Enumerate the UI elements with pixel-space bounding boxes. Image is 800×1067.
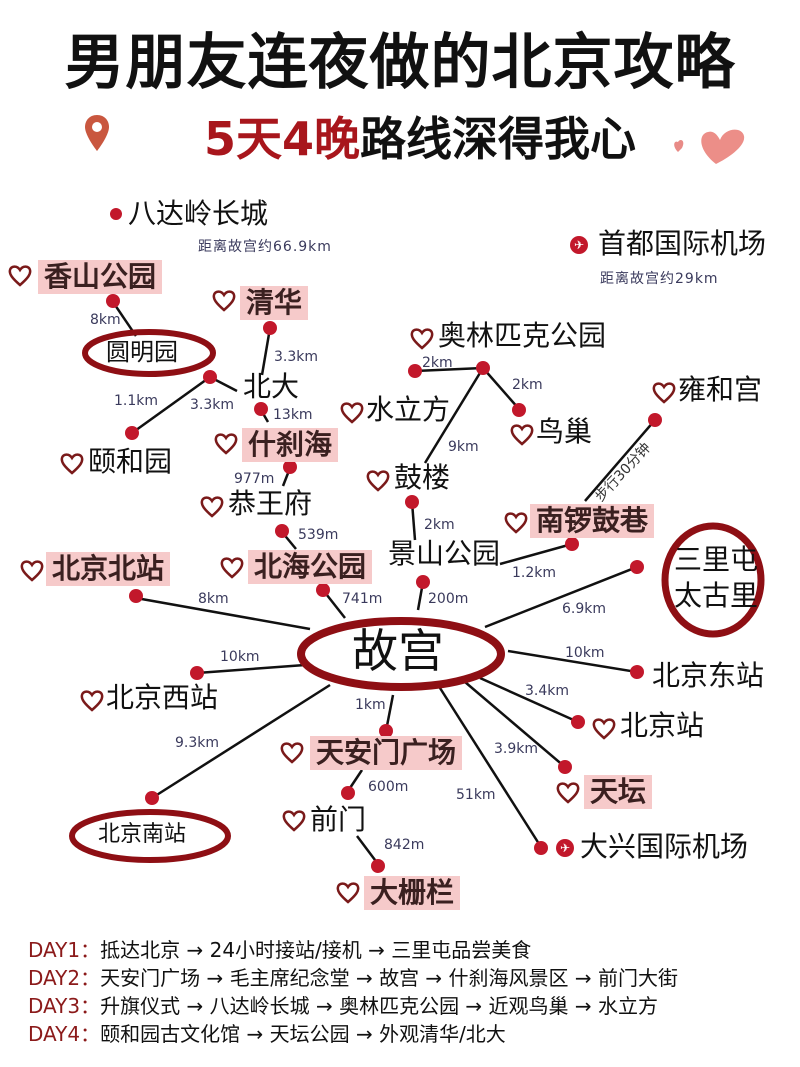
distance-label: 9.3km (175, 735, 220, 751)
place-qinghua: 清华 (240, 286, 309, 320)
distance-label: 9km (448, 439, 479, 455)
heart-icon (282, 810, 306, 832)
place-olympic-park: 奥林匹克公园 (438, 319, 607, 352)
distance-label: 842m (384, 837, 425, 853)
distance-label: 10km (565, 645, 605, 661)
place-beijing-station: 北京站 (620, 709, 705, 742)
place-shuilifang: 水立方 (366, 393, 451, 426)
place-beida: 北大 (243, 370, 300, 403)
place-nanluoguxiang: 南锣鼓巷 (530, 504, 655, 538)
place-niaochao: 鸟巢 (536, 415, 593, 448)
itinerary-day: DAY1：抵达北京 → 24小时接站/接机 → 三里屯品尝美食 (28, 936, 678, 964)
distance-label: 2km (512, 377, 543, 393)
distance-label: 2km (424, 517, 455, 533)
heart-icon (80, 690, 104, 712)
subtitle-text: 路线深得我心 (360, 112, 636, 166)
day-label: DAY1： (28, 938, 101, 962)
place-jingshan: 景山公园 (388, 537, 501, 570)
distance-label: 3.3km (190, 397, 235, 413)
day-route: 天安门广场 → 毛主席纪念堂 → 故宫 → 什刹海风景区 → 前门大街 (100, 966, 679, 990)
heart-icon (510, 424, 534, 446)
airplane-icon: ✈ (570, 236, 588, 254)
itinerary-day: DAY2：天安门广场 → 毛主席纪念堂 → 故宫 → 什刹海风景区 → 前门大街 (28, 964, 678, 992)
heart-icon (220, 557, 244, 579)
distance-label: 3.9km (494, 741, 539, 757)
distance-label: 539m (298, 527, 339, 543)
place-yuanmingyuan: 圆明园 (106, 338, 178, 366)
day-label: DAY4： (28, 1022, 101, 1046)
heart-icon (60, 453, 84, 475)
location-pin-icon (85, 115, 109, 151)
badaling-distance-note: 距离故宫约66.9km (198, 239, 332, 255)
distance-label: 6.9km (562, 601, 607, 617)
heart-icon (8, 265, 32, 287)
distance-label: 10km (220, 649, 260, 665)
distance-label: 8km (198, 591, 229, 607)
page-title: 男朋友连夜做的北京攻略 (64, 28, 736, 98)
heart-icon (200, 496, 224, 518)
distance-label: 1.1km (114, 393, 159, 409)
place-dashilan: 大栅栏 (364, 876, 461, 910)
distance-label: 3.4km (525, 683, 570, 699)
day-label: DAY2： (28, 966, 101, 990)
heart-icon (340, 402, 364, 424)
place-qianmen: 前门 (310, 803, 367, 836)
distance-label: 2km (422, 355, 453, 371)
distance-label: 741m (342, 591, 383, 607)
place-yiheyuan: 颐和园 (88, 445, 173, 478)
trip-duration: 5天4晚 (203, 112, 360, 166)
distance-label: 8km (90, 312, 121, 328)
distance-label: 600m (368, 779, 409, 795)
heart-icon (556, 782, 580, 804)
place-taikoo-li: 太古里 (674, 579, 759, 612)
distance-label: 1.2km (512, 565, 557, 581)
place-gugong: 故宫 (352, 624, 444, 678)
place-beijing-east-station: 北京东站 (652, 659, 765, 692)
distance-label: 1km (355, 697, 386, 713)
place-tiananmen-square: 天安门广场 (310, 736, 463, 770)
pink-hearts-icon (674, 129, 745, 164)
heart-icon (366, 470, 390, 492)
heart-icon (336, 882, 360, 904)
place-beijing-west-station: 北京西站 (106, 681, 219, 714)
place-tiantan: 天坛 (584, 775, 653, 809)
place-capital-airport: 首都国际机场 (598, 227, 767, 260)
day-route: 抵达北京 → 24小时接站/接机 → 三里屯品尝美食 (100, 938, 532, 962)
heart-icon (504, 512, 528, 534)
distance-label: 977m (234, 471, 275, 487)
place-shichahai: 什刹海 (242, 428, 339, 462)
distance-label: 51km (456, 787, 496, 803)
heart-icon (214, 433, 238, 455)
capital-airport-distance-note: 距离故宫约29km (600, 271, 719, 287)
heart-icon (212, 290, 236, 312)
place-sanlitun: 三里屯 (674, 543, 759, 576)
heart-icon (592, 718, 616, 740)
heart-icon (20, 560, 44, 582)
itinerary-day: DAY4：颐和园古文化馆 → 天坛公园 → 外观清华/北大 (28, 1020, 678, 1048)
place-beijing-south-station: 北京南站 (98, 822, 187, 847)
place-badaling: 八达岭长城 (128, 197, 269, 230)
distance-label: 3.3km (274, 349, 319, 365)
day-route: 升旗仪式 → 八达岭长城 → 奥林匹克公园 → 近观鸟巢 → 水立方 (100, 994, 659, 1018)
place-yonghegong: 雍和宫 (678, 373, 763, 406)
place-beijing-north-station: 北京北站 (46, 552, 171, 586)
place-gulou: 鼓楼 (394, 461, 451, 494)
day-label: DAY3： (28, 994, 101, 1018)
day-route: 颐和园古文化馆 → 天坛公园 → 外观清华/北大 (100, 1022, 506, 1046)
heart-icon (652, 382, 676, 404)
place-daxing-airport: 大兴国际机场 (580, 830, 749, 863)
place-gongwangfu: 恭王府 (228, 487, 313, 520)
distance-label: 200m (428, 591, 469, 607)
distance-label: 13km (273, 407, 313, 423)
itinerary: DAY1：抵达北京 → 24小时接站/接机 → 三里屯品尝美食 DAY2：天安门… (28, 936, 678, 1048)
airplane-icon: ✈ (556, 839, 574, 857)
itinerary-day: DAY3：升旗仪式 → 八达岭长城 → 奥林匹克公园 → 近观鸟巢 → 水立方 (28, 992, 678, 1020)
heart-icon (410, 328, 434, 350)
heart-icon (280, 742, 304, 764)
place-xiangshan: 香山公园 (38, 260, 163, 294)
page-subtitle: 5天4晚路线深得我心 (0, 103, 800, 169)
place-beihai: 北海公园 (248, 550, 373, 584)
